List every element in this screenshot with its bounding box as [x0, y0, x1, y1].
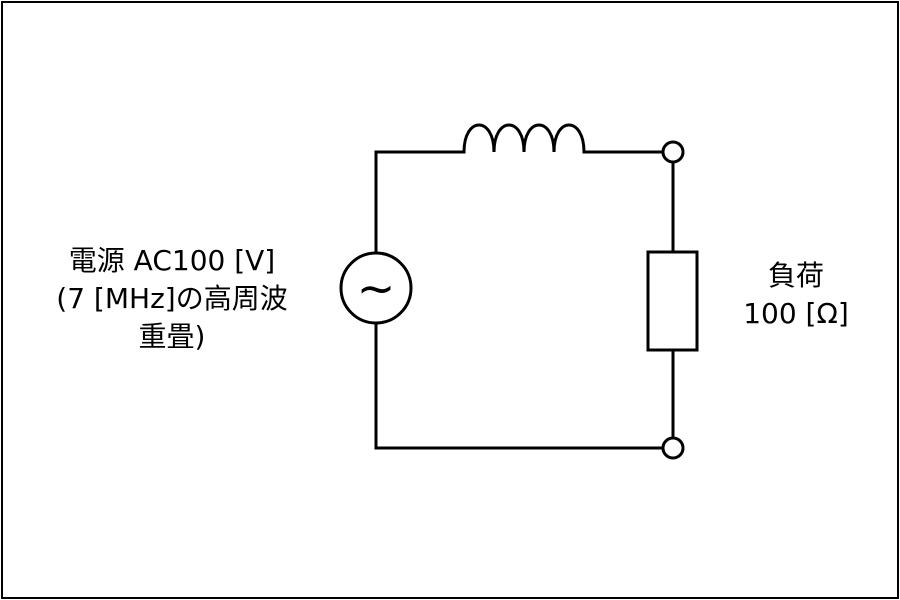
load-label-line-1: 負荷: [768, 259, 824, 292]
source-label-line-2: (7 [MHz]の高周波: [56, 282, 287, 315]
ac-wave-symbol: ~: [357, 261, 396, 315]
source-label-line-3: 重畳): [139, 320, 206, 353]
load-label-line-2: 100 [Ω]: [743, 297, 849, 330]
source-label-line-1: 電源 AC100 [V]: [69, 244, 275, 277]
top-terminal: [661, 140, 685, 164]
inductor-coil: [462, 123, 586, 154]
wire-source-to-inductor: [374, 150, 466, 255]
bottom-terminal: [661, 436, 685, 460]
load-resistor: [646, 250, 699, 352]
ac-source-symbol: [339, 251, 413, 325]
wire-source-to-bottom-terminal: [374, 321, 665, 450]
